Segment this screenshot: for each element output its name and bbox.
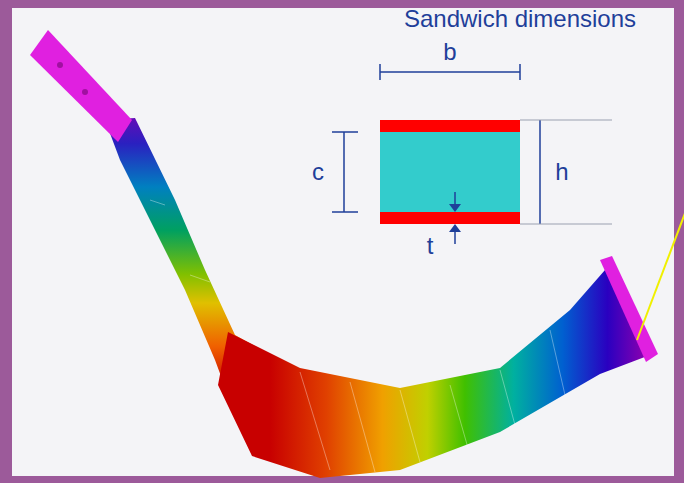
dimension-lines <box>332 64 540 224</box>
beam-hatching <box>150 200 565 472</box>
bolt-hole <box>82 89 88 95</box>
dimension-label: c <box>312 159 324 185</box>
dimension-label: t <box>427 233 434 259</box>
thickness-arrows <box>449 192 461 244</box>
dimension-label: h <box>555 159 568 185</box>
bolt-hole <box>57 62 63 68</box>
top-face-sheet <box>380 120 520 132</box>
pointer-line <box>637 200 684 340</box>
bottom-face-sheet <box>380 212 520 224</box>
inset-title: Sandwich dimensions <box>404 6 636 32</box>
clamp-left <box>30 30 132 142</box>
dimension-label: b <box>443 39 456 65</box>
core <box>380 132 520 212</box>
beam-flat-part <box>218 262 650 478</box>
extension-lines <box>520 120 612 224</box>
